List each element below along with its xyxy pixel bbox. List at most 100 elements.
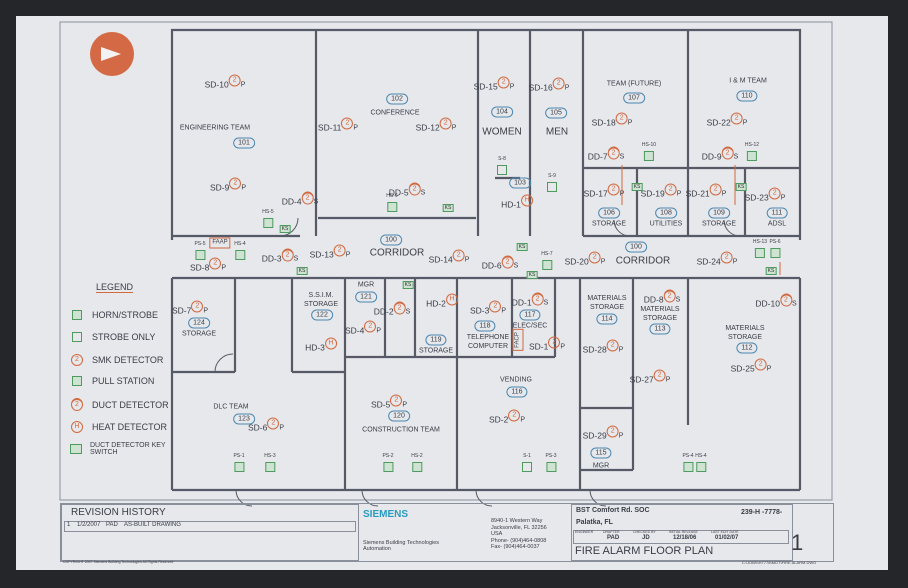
revision-number: 1 <box>67 522 71 528</box>
smoke-detector-icon: 2 <box>709 183 722 196</box>
pull-station-icon <box>546 462 556 472</box>
smoke-detector-icon: 2 <box>267 417 280 430</box>
fire-alarm-control-panel: FACP <box>512 329 524 351</box>
smoke-detector-type: P <box>451 124 457 132</box>
strobe-label: S-9 <box>548 173 556 179</box>
duct-detector-type: S <box>405 308 411 316</box>
duct-detector-type: S <box>513 262 519 270</box>
legend-label: SMK DETECTOR <box>92 355 164 365</box>
last-edit-value: 01/02/07 <box>715 535 739 541</box>
smoke-detector-icon: 2 <box>768 187 781 200</box>
legend-item-key-switch: DUCT DETECTOR KEY SWITCH <box>70 442 170 456</box>
legend-label: DUCT DETECTOR <box>92 399 169 410</box>
heat-detector-icon: H <box>70 421 84 433</box>
legend-item-horn-strobe: HORN/STROBE <box>70 310 158 320</box>
duct-detector-type: S <box>420 189 426 197</box>
drafter-value: PAD <box>607 535 620 541</box>
smoke-detector-icon: 2 <box>664 183 677 196</box>
room-number-tag: 124 <box>188 317 210 329</box>
room-name: MEN <box>545 126 569 138</box>
smoke-detector-label: SD-7 <box>171 305 192 316</box>
pull-station-label: PS-3 <box>545 453 557 459</box>
smoke-detector-type: P <box>240 81 246 89</box>
smoke-detector-icon: 2 <box>333 244 346 257</box>
smoke-detector-type: P <box>721 190 727 198</box>
smoke-detector-label: SD-5 <box>370 399 391 410</box>
room-number-tag: 111 <box>766 207 788 219</box>
copyright: COPYRIGHT 2007 Siemens Building Technolo… <box>63 560 174 564</box>
legend-item-pull-station: PULL STATION <box>70 376 154 386</box>
smoke-detector-icon: 2 <box>606 425 619 438</box>
smoke-detector-type: P <box>345 251 351 259</box>
smoke-detector-icon: 2 <box>588 251 601 264</box>
duct-detector-label: DD-5 <box>388 187 409 198</box>
horn-strobe-label: HS-6 <box>386 193 398 199</box>
room-name: MGR <box>357 281 375 289</box>
duct-detector-icon: 2 <box>607 146 620 160</box>
room-name: DLC TEAM <box>213 403 249 411</box>
heat-detector-label: HD-1 <box>501 199 521 210</box>
horn-strobe: HS-13 <box>753 238 767 258</box>
room-name: STORAGE <box>181 330 217 338</box>
duct-detector-type: S <box>733 153 739 161</box>
horn-strobe-icon <box>644 151 654 161</box>
duct-detector-label: DD-9 <box>701 151 722 162</box>
smoke-detector-label: SD-19 <box>640 188 665 199</box>
project-location: Palatka, FL <box>576 519 613 526</box>
pull-station-icon <box>195 250 205 260</box>
room-number-tag: 106 <box>598 207 620 219</box>
horn-strobe-icon <box>263 218 273 228</box>
file-path: C:\JOBS\H7778\MOT\FIRE ALARM.DWG <box>742 560 817 565</box>
legend-label: STROBE ONLY <box>92 332 156 342</box>
horn-strobe-icon <box>265 462 275 472</box>
duct-detector-label: DD-8 <box>643 294 664 305</box>
pull-station: PS-3 <box>545 452 557 472</box>
horn-strobe: HS-10 <box>642 141 656 161</box>
key-switch-icon: KS <box>516 243 528 251</box>
smoke-detector-type: P <box>619 190 625 198</box>
room-name: ADSL <box>767 220 787 228</box>
horn-strobe-label: HS-4 <box>695 453 707 459</box>
smoke-detector-icon: 2 <box>364 320 377 333</box>
pull-station: PS-4 <box>682 452 694 472</box>
smoke-detector-label: SD-15 <box>473 81 498 92</box>
room-number-tag: 107 <box>623 92 645 104</box>
smoke-detector-icon: 2 <box>552 77 565 90</box>
duct-detector-icon: 2 <box>531 292 544 306</box>
smoke-detector-type: P <box>732 258 738 266</box>
duct-detector-type: S <box>619 153 625 161</box>
horn-strobe-icon <box>412 462 422 472</box>
room-number-tag: 123 <box>233 413 255 425</box>
revision-date: 1/2/2007 <box>77 522 101 528</box>
smoke-detector-type: P <box>221 264 227 272</box>
smoke-detector-label: SD-8 <box>189 262 210 273</box>
room-number-tag: 115 <box>590 447 612 459</box>
smoke-detector-label: SD-2 <box>488 414 509 425</box>
pull-station-label: PS-2 <box>382 453 394 459</box>
room-number-tag: 114 <box>596 313 618 325</box>
key-switch-icon: KS <box>279 225 291 233</box>
smoke-detector-label: SD-27 <box>629 374 654 385</box>
horn-strobe: HS-4 <box>234 240 246 260</box>
horn-strobe-icon <box>755 248 765 258</box>
legend-label: DUCT DETECTOR KEY SWITCH <box>90 442 166 456</box>
pull-station: PS-5 <box>194 240 206 260</box>
smoke-detector-icon: 2 <box>653 369 666 382</box>
strobe: S-8 <box>497 155 507 175</box>
duct-detector-label: DD-10 <box>755 298 780 309</box>
pull-station-label: PS-4 <box>682 453 694 459</box>
last-edit-header: LAST EDIT DATE <box>711 530 739 534</box>
room-name: CONFERENCE <box>370 109 420 117</box>
key-switch-icon: KS <box>442 204 454 212</box>
room-number-tag: 113 <box>649 323 671 335</box>
